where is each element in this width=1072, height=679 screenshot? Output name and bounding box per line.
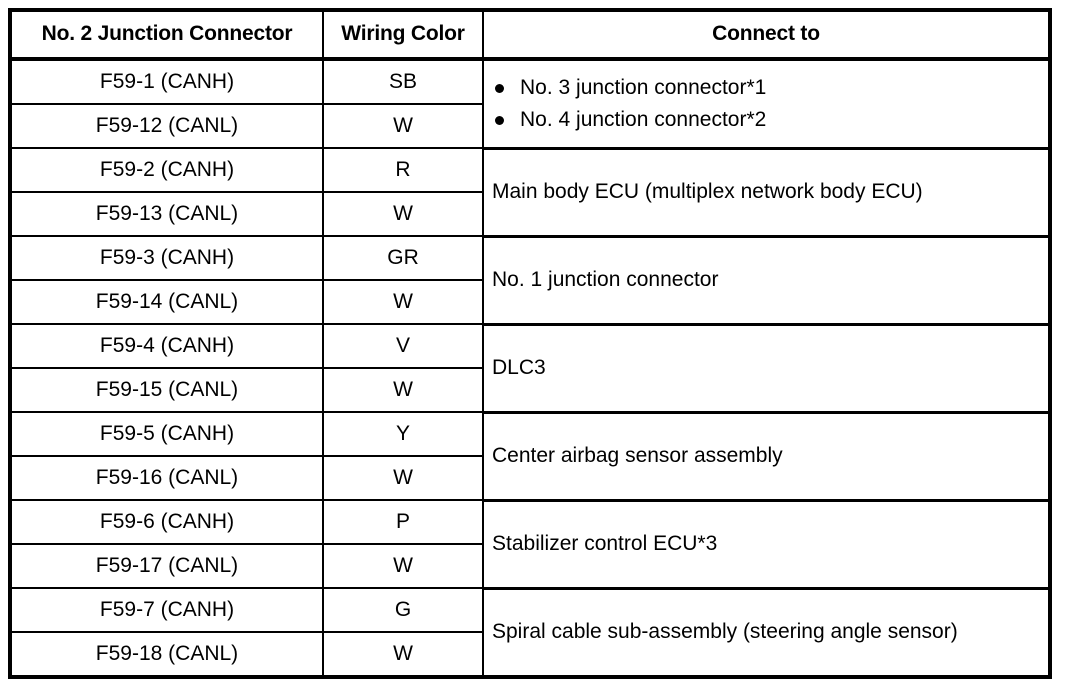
pin-cell: F59-4 (CANH) — [9, 323, 324, 369]
wiring-color-cell: G — [322, 587, 484, 633]
wiring-color-cell: GR — [322, 235, 484, 281]
connect-to-cell: Stabilizer control ECU*3 — [482, 498, 1051, 590]
pin-cell: F59-12 (CANL) — [9, 103, 324, 149]
connect-to-cell: No. 1 junction connector — [482, 234, 1051, 326]
table-row: F59-4 (CANH)V DLC3 — [9, 322, 1051, 414]
wiring-color-cell: W — [322, 367, 484, 413]
wiring-color-cell: W — [322, 631, 484, 678]
wiring-color-cell: R — [322, 147, 484, 193]
table-row: F59-12 (CANL)W — [9, 103, 1050, 149]
table-row: F59-15 (CANL)W — [9, 367, 1050, 413]
connect-to-bullet-label: No. 3 junction connector*1 — [520, 75, 767, 99]
connect-to-cell: Center airbag sensor assembly — [482, 410, 1051, 502]
table-row: F59-3 (CANH)GR No. 1 junction connector — [9, 234, 1051, 326]
pin-cell: F59-2 (CANH) — [9, 147, 324, 193]
pin-cell: F59-16 (CANL) — [9, 455, 324, 501]
pin-cell: F59-18 (CANL) — [9, 631, 324, 678]
table-header: No. 2 Junction Connector Wiring Color Co… — [9, 9, 1051, 61]
wiring-color-cell: W — [322, 543, 484, 589]
pin-cell: F59-3 (CANH) — [9, 235, 324, 281]
table-row: F59-6 (CANH)P Stabilizer control ECU*3 — [9, 498, 1051, 590]
table-row: F59-14 (CANL)W — [9, 279, 1050, 325]
connect-to-label: Main body ECU (multiplex network body EC… — [492, 179, 923, 203]
column-header-connect-to: Connect to — [482, 9, 1051, 61]
wiring-table-container: No. 2 Junction Connector Wiring Color Co… — [8, 8, 1052, 679]
wiring-color-cell: W — [322, 455, 484, 501]
pin-cell: F59-14 (CANL) — [9, 279, 324, 325]
wiring-color-cell: W — [322, 191, 484, 237]
pin-cell: F59-17 (CANL) — [9, 543, 324, 589]
column-header-pin: No. 2 Junction Connector — [9, 9, 324, 61]
bullet-dot-icon — [495, 115, 504, 125]
table-row: F59-2 (CANH)R Main body ECU (multiplex ne… — [9, 146, 1051, 238]
connect-to-label: No. 1 junction connector — [492, 267, 719, 291]
connect-to-label: DLC3 — [492, 355, 546, 379]
table-row: F59-17 (CANL)W — [9, 543, 1050, 589]
table-row: F59-13 (CANL)W — [9, 191, 1050, 237]
wiring-color-cell: SB — [322, 58, 484, 105]
connect-to-cell: DLC3 — [482, 322, 1051, 414]
connect-to-bullet-item: No. 3 junction connector*1 — [492, 75, 1048, 101]
connect-to-label: Stabilizer control ECU*3 — [492, 531, 718, 555]
wiring-color-cell: Y — [322, 411, 484, 457]
pin-cell: F59-15 (CANL) — [9, 367, 324, 413]
table-row: F59-5 (CANH)Y Center airbag sensor assemb… — [9, 410, 1051, 502]
wiring-color-cell: W — [322, 103, 484, 149]
connect-to-cell: Spiral cable sub-assembly (steering angl… — [482, 586, 1051, 679]
header-row: No. 2 Junction Connector Wiring Color Co… — [9, 9, 1051, 61]
column-header-color: Wiring Color — [322, 9, 484, 61]
connect-to-bullet-item: No. 4 junction connector*2 — [492, 107, 1048, 133]
pin-cell: F59-5 (CANH) — [9, 411, 324, 457]
pin-cell: F59-13 (CANL) — [9, 191, 324, 237]
wiring-color-cell: W — [322, 279, 484, 325]
junction-connector-wiring-table: No. 2 Junction Connector Wiring Color Co… — [8, 8, 1052, 679]
connect-to-label: Center airbag sensor assembly — [492, 443, 783, 467]
pin-cell: F59-1 (CANH) — [9, 58, 324, 105]
wiring-color-cell: V — [322, 323, 484, 369]
pin-cell: F59-7 (CANH) — [9, 587, 324, 633]
wiring-color-cell: P — [322, 499, 484, 545]
connect-to-label: Spiral cable sub-assembly (steering angl… — [492, 620, 958, 644]
pin-cell: F59-6 (CANH) — [9, 499, 324, 545]
table-row: F59-7 (CANH)G Spiral cable sub-assembly (… — [9, 586, 1051, 679]
connect-to-cell: Main body ECU (multiplex network body EC… — [482, 146, 1051, 238]
bullet-dot-icon — [495, 83, 504, 93]
connect-to-bullet-label: No. 4 junction connector*2 — [520, 107, 767, 131]
table-row: F59-16 (CANL)W — [9, 455, 1050, 501]
